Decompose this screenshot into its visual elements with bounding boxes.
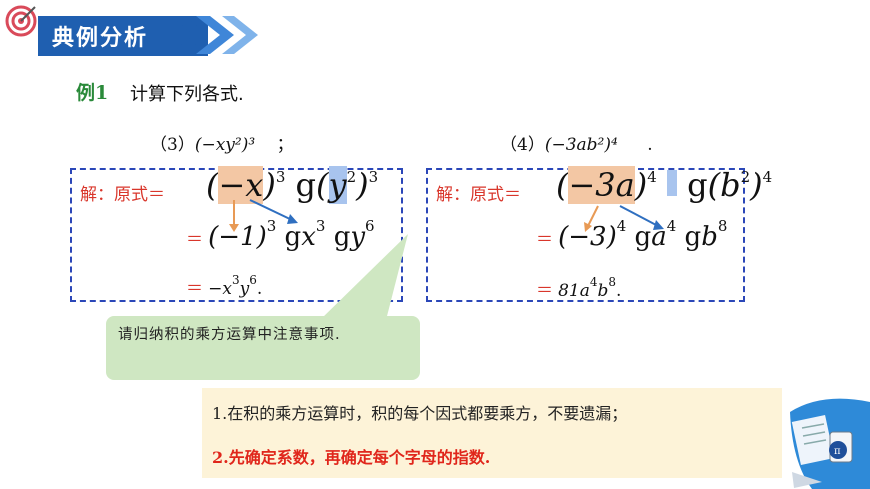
dot-symbol: g [687,166,708,204]
exponent: 4 [616,217,627,235]
exponent: 3 [231,273,240,287]
callout-pointer [320,234,408,320]
exponent: 4 [647,168,657,186]
exponent: 8 [608,275,617,289]
equals-sign: ＝ [536,281,553,301]
term-y: y [328,166,347,204]
callout-text: 请归纳积的乘方运算中注意事项. [118,327,341,343]
exponent: 6 [365,217,375,235]
equals-sign: ＝ [186,279,203,299]
term-b: b [701,222,718,252]
math-tools-decoration-icon: π [790,398,870,489]
exponent: 2 [346,168,357,186]
exponent: 3 [368,168,379,186]
callout-bubble [106,316,420,380]
term-neg-3: −3 [568,166,616,204]
dot-symbol: g [295,166,317,204]
equals-sign: ＝ [536,230,553,250]
exponent: 2 [740,168,751,186]
term-neg-3: −3 [568,222,607,252]
exponent: 6 [249,273,257,287]
problem-3-expression: (−xy²)³ [194,135,256,155]
result-term: −x [208,279,232,299]
period: . [256,279,263,299]
equals-sign: ＝ [186,230,203,250]
section-title: 典例分析 [52,26,149,51]
problem-4-statement: （4）(−3ab²)⁴ . [500,130,653,155]
summary-point-2: 2.先确定系数，再确定每个字母的指数. [212,448,491,467]
solution-3-line-1: (−x)3 g(y2)3 [206,166,379,204]
problem-4-punct: . [647,135,653,155]
term-neg-1: −1 [218,222,257,252]
problem-4-label: （4） [500,135,545,155]
result-term: 81a [558,281,590,301]
term-neg-x: −x [218,166,264,204]
solution-4-line-3: ＝ 81a4b8. [536,275,622,301]
result-term: y [239,279,250,299]
target-logo-icon [5,5,37,37]
term-y: y [350,222,366,252]
example-label: 例1 [76,82,109,104]
solution-3-line-3: ＝ −x3y6. [186,273,263,299]
dot-symbol: g [284,222,302,252]
solution-4-label: 解：原式＝ [436,185,521,205]
summary-panel [202,388,782,478]
dot-symbol: g [634,222,652,252]
solution-3-label: 解：原式＝ [80,185,165,205]
problem-3-punct: ； [276,135,294,155]
exponent: 3 [266,217,277,235]
dot-symbol: g [684,222,702,252]
exponent: 3 [275,168,286,186]
example-prompt: 计算下列各式. [130,84,244,105]
chevron-decoration-icon [170,16,258,54]
svg-text:π: π [834,446,841,457]
solution-4-line-1: (−3a)4 g(b2)4 [556,166,773,204]
term-b: b [720,166,741,204]
problem-4-expression: (−3ab²)⁴ [544,135,618,155]
exponent: 3 [315,217,326,235]
arrows-4-icon [584,205,664,232]
exponent: 4 [762,168,773,186]
dot-symbol: g [333,222,351,252]
summary-point-1: 1.在积的乘方运算时，积的每个因式都要乘方，不要遗漏； [212,404,628,423]
exponent: 8 [717,217,728,235]
term-x: x [301,222,316,252]
term-a: a [615,166,635,204]
solution-3-line-2: ＝ (−1)3 gx3 gy6 [186,217,375,252]
problem-3-statement: （3）(−xy²)³ ； [150,130,294,155]
result-term: b [597,281,609,301]
solution-4-line-2: ＝ (−3)4 ga4 gb8 [536,217,728,252]
term-a: a [651,222,667,252]
arrows-3-icon [229,199,298,232]
exponent: 4 [666,217,677,235]
problem-3-label: （3） [150,135,195,155]
exponent: 4 [589,275,598,289]
period: . [616,281,622,301]
